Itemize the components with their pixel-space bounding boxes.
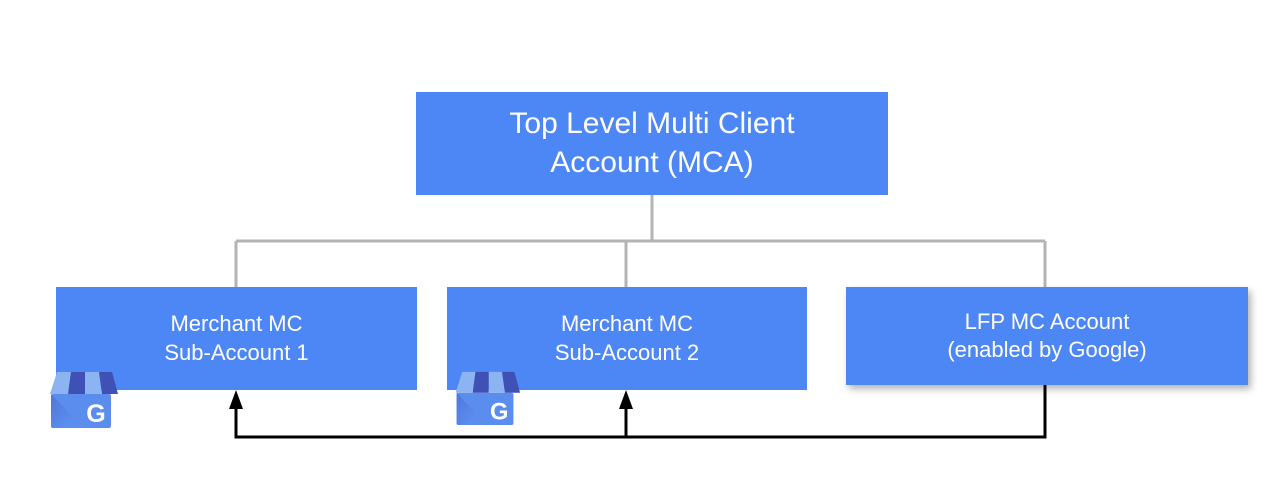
node-lfp-mc-account-label: LFP MC Account (enabled by Google) [947, 308, 1147, 362]
google-my-business-storefront-icon: G [50, 372, 118, 428]
node-merchant-sub-account-2-label: Merchant MC Sub-Account 2 [554, 311, 700, 365]
gmb-g-glyph: G [490, 399, 508, 425]
node-merchant-sub-account-1-label: Merchant MC Sub-Account 1 [164, 311, 309, 365]
node-top-level-mca: Top Level Multi Client Account (MCA) [416, 92, 888, 195]
node-lfp-mc-account: LFP MC Account (enabled by Google) [846, 287, 1248, 385]
node-merchant-sub-account-1: Merchant MC Sub-Account 1 [56, 287, 417, 390]
arrowhead-sub1 [229, 390, 243, 409]
feedback-path-sub1 [234, 385, 1047, 439]
node-top-level-mca-label: Top Level Multi Client Account (MCA) [509, 107, 795, 179]
node-merchant-sub-account-2: Merchant MC Sub-Account 2 [447, 287, 807, 390]
gmb-g-glyph: G [86, 400, 105, 428]
arrowhead-sub2 [619, 390, 633, 409]
google-my-business-storefront-icon: G [455, 371, 521, 425]
